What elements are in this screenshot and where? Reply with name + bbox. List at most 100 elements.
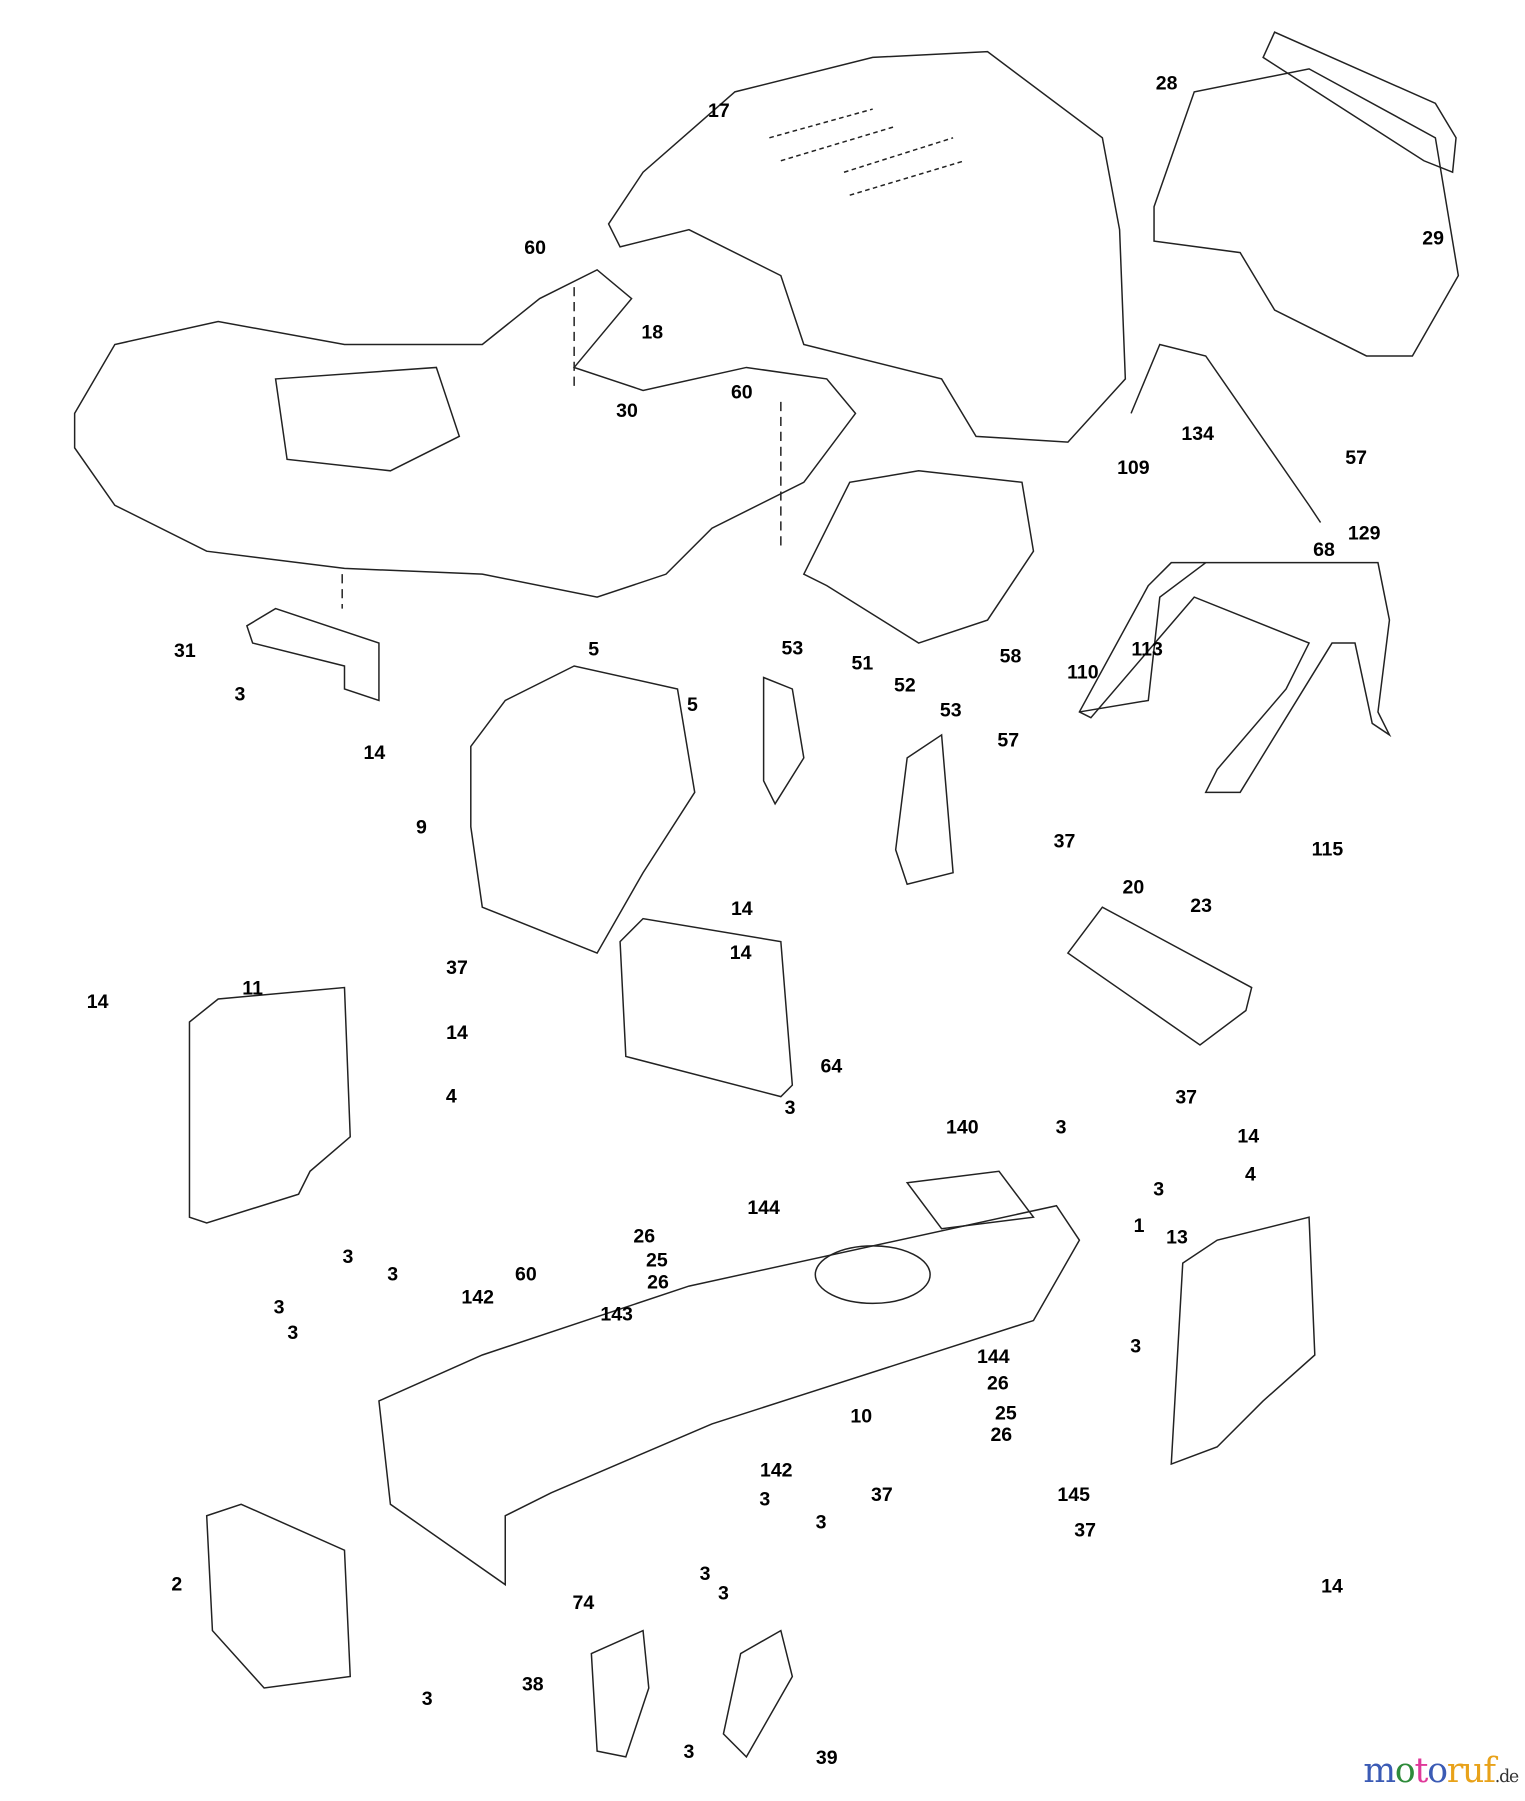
part-callout-20: 20 xyxy=(1122,876,1145,898)
left-plate-53 xyxy=(762,676,805,806)
part-callout-134: 134 xyxy=(1181,422,1214,445)
part-callout-142: 142 xyxy=(759,1459,793,1482)
part-callout-145: 145 xyxy=(1057,1483,1090,1506)
bracket-20 xyxy=(1066,906,1253,1046)
logo-letter: u xyxy=(1462,1751,1484,1792)
part-callout-37: 37 xyxy=(446,956,468,979)
bumper-part xyxy=(1078,561,1392,794)
part-callout-3: 3 xyxy=(1055,1116,1067,1138)
part-callout-5: 5 xyxy=(588,638,600,661)
hood-part xyxy=(607,50,1127,443)
logo-letter: o xyxy=(1394,1751,1416,1792)
part-callout-53: 53 xyxy=(939,699,962,722)
part-callout-3: 3 xyxy=(342,1245,354,1268)
part-callout-14: 14 xyxy=(363,741,386,764)
part-callout-17: 17 xyxy=(707,99,730,122)
part-callout-3: 3 xyxy=(387,1263,399,1285)
side-panel-13 xyxy=(1170,1216,1316,1466)
part-callout-5: 5 xyxy=(686,693,698,716)
part-callout-11: 11 xyxy=(242,977,263,1000)
part-callout-115: 115 xyxy=(1311,838,1344,861)
plate-2 xyxy=(205,1503,352,1689)
part-callout-60: 60 xyxy=(524,236,546,259)
part-callout-31: 31 xyxy=(174,639,196,662)
part-callout-3: 3 xyxy=(683,1740,695,1763)
logo-letter: m xyxy=(1363,1751,1396,1792)
part-callout-25: 25 xyxy=(645,1249,668,1272)
part-callout-3: 3 xyxy=(815,1511,827,1533)
part-callout-14: 14 xyxy=(86,990,109,1013)
part-callout-140: 140 xyxy=(945,1116,979,1138)
part-callout-10: 10 xyxy=(850,1405,873,1428)
part-callout-52: 52 xyxy=(893,674,916,696)
center-line xyxy=(341,287,782,609)
side-panel-11 xyxy=(188,986,351,1224)
part-callout-113: 113 xyxy=(1131,638,1163,661)
part-callout-25: 25 xyxy=(995,1402,1017,1424)
part-callout-3: 3 xyxy=(699,1562,711,1585)
part-callout-144: 144 xyxy=(976,1345,1010,1368)
part-callout-57: 57 xyxy=(997,729,1020,751)
part-callout-143: 143 xyxy=(600,1303,633,1326)
part-callout-26: 26 xyxy=(990,1423,1013,1446)
part-callout-3: 3 xyxy=(234,683,246,706)
part-callout-26: 26 xyxy=(647,1271,669,1293)
part-callout-3: 3 xyxy=(421,1688,433,1710)
bar-134 xyxy=(1130,343,1322,523)
shroud-part xyxy=(802,470,1035,644)
part-callout-2: 2 xyxy=(171,1573,183,1595)
part-callout-60: 60 xyxy=(515,1263,537,1285)
fender-part xyxy=(73,268,857,598)
part-callout-14: 14 xyxy=(1237,1125,1260,1148)
part-callout-64: 64 xyxy=(820,1055,843,1078)
part-callout-144: 144 xyxy=(747,1196,780,1219)
frame-cutout xyxy=(905,1170,1035,1230)
bracket-64 xyxy=(619,917,794,1098)
part-callout-38: 38 xyxy=(521,1673,544,1695)
part-callout-9: 9 xyxy=(415,816,427,839)
part-callout-26: 26 xyxy=(987,1372,1009,1395)
part-callout-23: 23 xyxy=(1190,894,1212,917)
part-callout-14: 14 xyxy=(1321,1575,1343,1598)
watermark-logo: motoruf.de xyxy=(1363,1751,1519,1792)
part-callout-37: 37 xyxy=(1053,830,1076,853)
part-callout-58: 58 xyxy=(999,645,1022,668)
part-callout-37: 37 xyxy=(1175,1086,1198,1109)
part-callout-3: 3 xyxy=(784,1096,796,1119)
logo-letter: f xyxy=(1483,1751,1496,1792)
seat-bracket-part xyxy=(245,607,380,702)
logo-letter: t xyxy=(1414,1751,1429,1792)
part-callout-4: 4 xyxy=(445,1085,457,1107)
hood-vents xyxy=(769,108,965,196)
part-callout-60: 60 xyxy=(730,381,753,404)
part-callout-53: 53 xyxy=(781,637,804,660)
part-callout-4: 4 xyxy=(1245,1163,1256,1186)
bar-113 xyxy=(1079,562,1207,713)
seat-mount-part xyxy=(274,366,461,472)
part-callout-57: 57 xyxy=(1345,446,1368,469)
logo-letter: r xyxy=(1446,1751,1464,1792)
part-callout-14: 14 xyxy=(729,941,752,964)
right-plate-53 xyxy=(894,733,954,886)
frame-part xyxy=(378,1204,1081,1587)
part-callout-3: 3 xyxy=(759,1488,771,1511)
part-callout-13: 13 xyxy=(1166,1226,1188,1249)
part-callout-1: 1 xyxy=(1133,1214,1145,1237)
frame-hole xyxy=(814,1245,931,1305)
grille-cap-part xyxy=(1262,31,1457,174)
part-callout-39: 39 xyxy=(815,1746,838,1769)
part-callout-29: 29 xyxy=(1422,227,1444,250)
part-callout-68: 68 xyxy=(1313,538,1335,561)
part-callout-3: 3 xyxy=(1153,1178,1165,1200)
part-callout-74: 74 xyxy=(572,1591,595,1614)
part-callout-129: 129 xyxy=(1347,522,1381,545)
part-callout-110: 110 xyxy=(1067,661,1099,684)
part-callout-37: 37 xyxy=(871,1483,893,1506)
part-callout-26: 26 xyxy=(633,1225,656,1248)
part-callout-28: 28 xyxy=(1155,72,1178,95)
dash-panel-part xyxy=(470,665,696,955)
part-callout-30: 30 xyxy=(616,399,638,422)
plate-38 xyxy=(590,1629,650,1758)
